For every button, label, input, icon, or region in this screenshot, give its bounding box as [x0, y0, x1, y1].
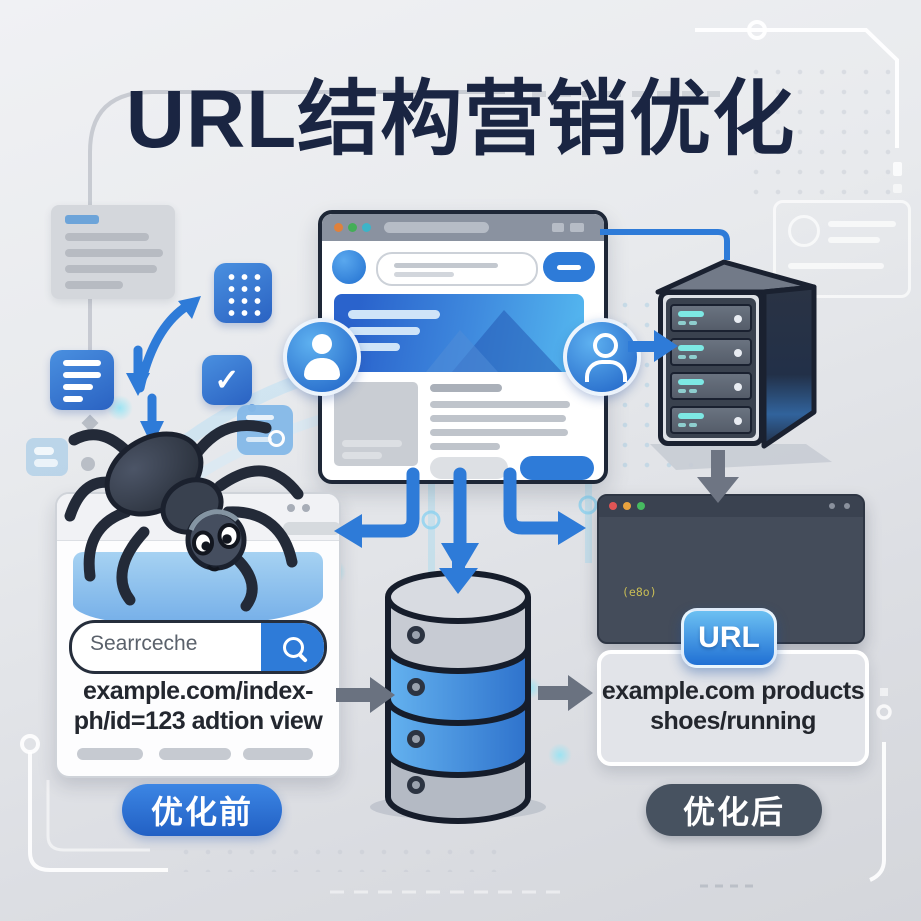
person-outline-icon: [585, 360, 627, 382]
after-url-text: example.com products: [601, 677, 865, 705]
traffic-light-green-icon[interactable]: [348, 223, 357, 232]
server-bay: [670, 406, 752, 434]
hero-banner: [334, 294, 584, 372]
placeholder-image: [334, 382, 418, 466]
main-browser-window: [318, 210, 608, 484]
glow-dot: [548, 743, 572, 767]
before-url-text: example.com/index-: [83, 677, 313, 705]
dot-grid-icon: [214, 263, 272, 323]
server-led: [734, 417, 742, 425]
server-tower: [650, 259, 832, 470]
nav-button[interactable]: [543, 252, 595, 282]
text-line: [430, 415, 566, 422]
server-led: [678, 413, 704, 419]
label-after: 优化后: [646, 784, 822, 836]
dot-grid-pattern: [745, 62, 905, 202]
window-dot-icon: [844, 503, 850, 509]
server-led: [734, 349, 742, 357]
footer-bar: [159, 748, 231, 760]
wireframe-card: [51, 205, 175, 299]
text-line: [430, 443, 500, 450]
browser-titlebar: [322, 214, 604, 241]
user-badge-right: [563, 318, 641, 396]
address-bar[interactable]: [384, 222, 489, 233]
mini-panel-icon: [26, 438, 68, 476]
dot-grid-pattern: [175, 842, 505, 872]
server-led: [734, 383, 742, 391]
server-led: [678, 379, 704, 385]
after-url-text: shoes/running: [650, 707, 816, 735]
search-input-value[interactable]: Searrceche: [90, 632, 198, 655]
before-url-text: ph/id=123 adtion view: [73, 707, 323, 735]
code-titlebar: [599, 496, 863, 517]
traffic-light-orange-icon[interactable]: [623, 502, 631, 510]
text-line: [430, 429, 568, 436]
document-icon: [50, 350, 114, 410]
window-dot-icon: [829, 503, 835, 509]
secondary-button[interactable]: [430, 457, 508, 479]
server-bay: [670, 338, 752, 366]
mountain-graphic: [426, 330, 498, 372]
server-led: [678, 345, 704, 351]
database-stack: [370, 570, 546, 824]
url-badge: URL: [681, 608, 777, 668]
avatar-icon[interactable]: [332, 250, 366, 284]
server-led: [734, 315, 742, 323]
before-search-bar[interactable]: Searrceche: [69, 620, 327, 674]
code-lines: (e8o) (od£cRó¢7/2) 7-6a3a/1py(a-e3xk|17)…: [609, 520, 859, 642]
checkmark-icon: ✓: [202, 355, 252, 405]
tab-pill[interactable]: [283, 522, 341, 535]
window-dot-icon: [302, 504, 310, 512]
spider-icon: [64, 419, 304, 612]
wireframe-card: [773, 200, 911, 298]
server-bay: [670, 372, 752, 400]
primary-button[interactable]: [520, 456, 594, 480]
label-before: 优化前: [122, 784, 282, 836]
server-front: [658, 290, 764, 446]
footer-bar: [243, 748, 313, 760]
traffic-light-orange-icon[interactable]: [334, 223, 343, 232]
person-icon: [304, 358, 340, 380]
window-control-icon[interactable]: [570, 223, 584, 232]
person-icon: [312, 334, 332, 354]
user-badge-left: [283, 318, 361, 396]
server-led: [678, 311, 704, 317]
wireframe-circle: [788, 215, 820, 247]
before-search-button[interactable]: [261, 623, 324, 671]
traffic-light-green-icon[interactable]: [637, 502, 645, 510]
server-bay: [670, 304, 752, 332]
database-indicator-dots: [407, 626, 425, 794]
traffic-light-red-icon[interactable]: [609, 502, 617, 510]
magnifier-icon: [282, 636, 304, 658]
window-control-icon[interactable]: [552, 223, 564, 232]
footer-bar: [77, 748, 143, 760]
wireframe-chip: [65, 215, 99, 224]
person-outline-icon: [593, 333, 618, 358]
text-line: [430, 384, 502, 392]
after-url-card: example.com products shoes/running: [597, 650, 869, 766]
nav-search-bar[interactable]: [376, 252, 538, 286]
traffic-light-cyan-icon[interactable]: [362, 223, 371, 232]
magnifier-icon: [268, 430, 285, 447]
code-line: (e8o): [622, 585, 657, 599]
window-dot-icon: [287, 504, 295, 512]
text-line: [430, 401, 570, 408]
page-title: URL结构营销优化: [125, 74, 796, 165]
